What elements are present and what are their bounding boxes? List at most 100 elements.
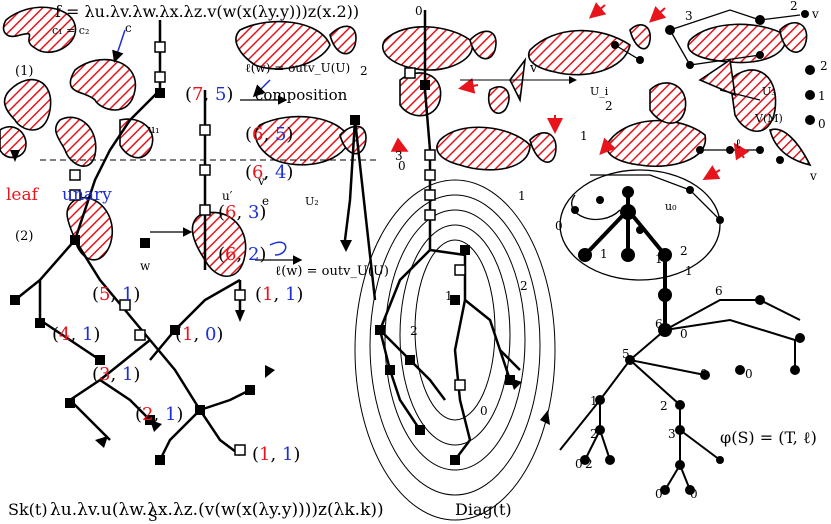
- number-label: 0: [680, 327, 688, 341]
- label-two: (2): [15, 229, 33, 244]
- blob: [55, 116, 97, 167]
- number-label: 0: [655, 487, 663, 501]
- open-square: [154, 71, 166, 83]
- label-c: c: [125, 21, 132, 35]
- filled-square: [195, 405, 205, 415]
- blob: [3, 78, 52, 131]
- number-label: 0: [575, 457, 583, 471]
- label-e: e: [262, 194, 269, 208]
- blob: [235, 20, 331, 70]
- left-blobs: [0, 6, 367, 277]
- open-square: [119, 299, 131, 311]
- number-label: 0: [480, 404, 488, 418]
- filled-square: [420, 80, 430, 90]
- number-label: 0: [555, 219, 563, 233]
- open-square: [69, 169, 81, 181]
- right-red-arrows: [588, 2, 750, 180]
- label-one: (1): [15, 64, 33, 79]
- blob: [254, 115, 351, 166]
- middle-blobs: [382, 26, 557, 171]
- pair-label: (6, 3): [218, 202, 266, 223]
- filled-square: [405, 355, 415, 365]
- label-u2: U₂: [305, 195, 319, 208]
- filled-square: [35, 318, 45, 328]
- open-square: [154, 41, 166, 53]
- outv-top: ℓ(w) = outv_U(U): [245, 61, 350, 75]
- label-c1c2: c₁ = c₂: [52, 24, 89, 37]
- filled-square: [505, 375, 515, 385]
- label-ui: U_i: [590, 85, 609, 98]
- left-nodes: [10, 41, 255, 465]
- outv-mid: ℓ(w) = outv_U(U): [275, 264, 389, 279]
- number-label: 1: [685, 264, 693, 278]
- number-label: 1: [518, 189, 526, 203]
- filled-square: [70, 235, 80, 245]
- number-label: 2: [585, 457, 593, 471]
- open-square: [454, 264, 466, 276]
- text-labels: f = λu.λv.λw.λx.λz.v(w(x(λy.y)))z(x.2)) …: [6, 2, 817, 524]
- number-label: 2: [605, 99, 613, 113]
- number-label: 2: [590, 427, 598, 441]
- pair-label: (2, 1): [135, 404, 183, 425]
- composition-label: composition: [255, 86, 348, 104]
- number-label: 0: [690, 487, 698, 501]
- blob: [329, 25, 357, 55]
- open-square: [69, 189, 81, 201]
- number-label: 2: [520, 279, 528, 293]
- number-label: 1: [580, 129, 588, 143]
- open-square: [199, 204, 211, 216]
- left-arrows: [112, 29, 287, 256]
- label-vm: V(M): [754, 112, 783, 125]
- label-leaf: leaf: [6, 185, 40, 205]
- pair-label: (5, 1): [92, 284, 140, 305]
- pair-label: (1, 1): [252, 444, 300, 465]
- s-label: S: [148, 509, 158, 524]
- filled-square: [415, 425, 425, 435]
- number-label: 2: [360, 64, 368, 78]
- filled-square: [155, 88, 165, 98]
- label-u3: U₃: [762, 85, 776, 98]
- number-label: 3: [685, 9, 693, 23]
- right-blobs: [528, 22, 812, 167]
- number-label: 0: [745, 367, 753, 381]
- label-uprime: u′: [222, 189, 233, 203]
- number-label: 1: [655, 252, 663, 266]
- number-label: 6: [655, 317, 663, 331]
- middle-nodes: [350, 67, 515, 465]
- term-top: f = λu.λv.λw.λx.λz.v(w(x(λy.y)))z(x.2)): [55, 2, 359, 21]
- filled-square: [450, 455, 460, 465]
- number-label: 0: [415, 4, 423, 18]
- middle-red-arrows: [390, 77, 563, 152]
- filled-square: [375, 325, 385, 335]
- filled-square: [245, 385, 255, 395]
- open-square: [424, 149, 436, 161]
- pair-label: (6, 5): [245, 124, 293, 145]
- open-square: [199, 124, 211, 136]
- right-dots: [571, 10, 815, 234]
- open-square: [424, 169, 436, 181]
- number-label: v: [811, 7, 819, 21]
- label-v: v: [529, 61, 538, 76]
- middle-triangles: [340, 240, 550, 425]
- middle-loops: [354, 179, 556, 521]
- sk-label: Sk(t): [8, 500, 48, 519]
- open-square: [424, 189, 436, 201]
- open-square: [234, 289, 246, 301]
- number-label: 2: [820, 59, 828, 73]
- blob: [69, 58, 137, 111]
- blob: [0, 126, 27, 159]
- number-label: 0: [818, 117, 826, 131]
- label-unary: unary: [62, 185, 112, 205]
- label-u0: u₀: [665, 200, 677, 213]
- filled-square: [170, 325, 180, 335]
- number-label: 5: [622, 347, 630, 361]
- number-label: 2: [410, 324, 418, 338]
- number-label: 6: [715, 284, 723, 298]
- number-label: 1: [445, 289, 453, 303]
- filled-square: [65, 398, 75, 408]
- pair-label: (4, 1): [52, 324, 100, 345]
- pair-label: (7, 5): [185, 84, 233, 105]
